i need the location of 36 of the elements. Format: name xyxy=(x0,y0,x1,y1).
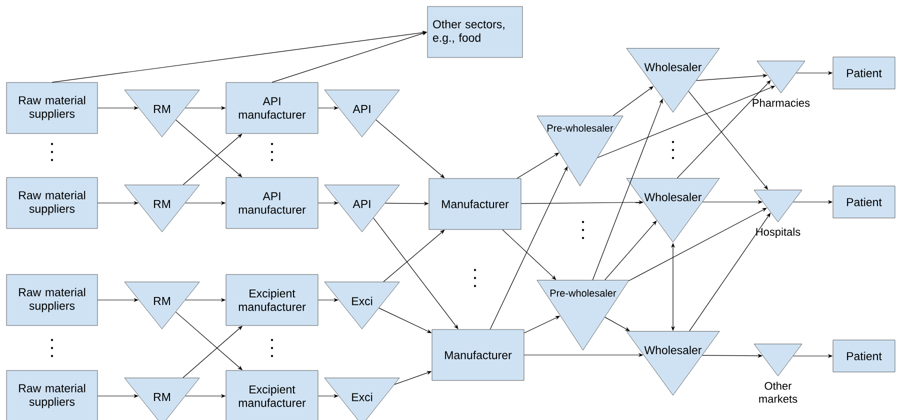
triangle-node: RM xyxy=(124,378,200,420)
process-box: Excipient manufacturer xyxy=(226,370,318,420)
triangle-node xyxy=(756,60,806,94)
arrow xyxy=(628,208,767,282)
node-caption: Pharmacies xyxy=(752,98,810,107)
triangle-node: RM xyxy=(124,90,200,138)
process-box: Raw material suppliers xyxy=(6,177,98,229)
arrow xyxy=(676,80,771,178)
triangle-node: Exci xyxy=(324,282,400,330)
process-box: API manufacturer xyxy=(226,177,318,229)
node-caption: Other markets xyxy=(759,382,798,403)
triangle-node: Wholesaler xyxy=(626,48,720,112)
triangle-node xyxy=(754,190,802,222)
process-box: Patient xyxy=(832,340,896,372)
process-box: API manufacturer xyxy=(226,82,318,134)
triangle-node: Wholesaler xyxy=(626,178,720,242)
process-box: Excipient manufacturer xyxy=(226,274,318,326)
process-box: Manufacturer xyxy=(432,329,524,381)
triangle-node: Pre-wholesaler xyxy=(536,280,630,350)
triangle-node: Exci xyxy=(324,378,400,420)
process-box: Manufacturer xyxy=(428,178,522,230)
process-box: Patient xyxy=(832,56,896,90)
arrow xyxy=(604,220,657,280)
process-box: Raw material suppliers xyxy=(6,370,98,420)
triangle-node: RM xyxy=(124,184,200,232)
process-box: Patient xyxy=(832,186,896,218)
process-box: Other sectors, e.g., food xyxy=(427,6,523,58)
triangle-node: RM xyxy=(124,282,200,330)
process-box: Raw material suppliers xyxy=(6,274,98,326)
triangle-node xyxy=(754,344,802,376)
triangle-node: API xyxy=(324,90,400,138)
triangle-node: Pre-wholesaler xyxy=(536,116,624,186)
triangle-node: API xyxy=(324,184,400,232)
process-box: Raw material suppliers xyxy=(6,82,98,134)
node-caption: Hospitals xyxy=(756,228,800,238)
triangle-node: Wholesaler xyxy=(626,331,720,396)
